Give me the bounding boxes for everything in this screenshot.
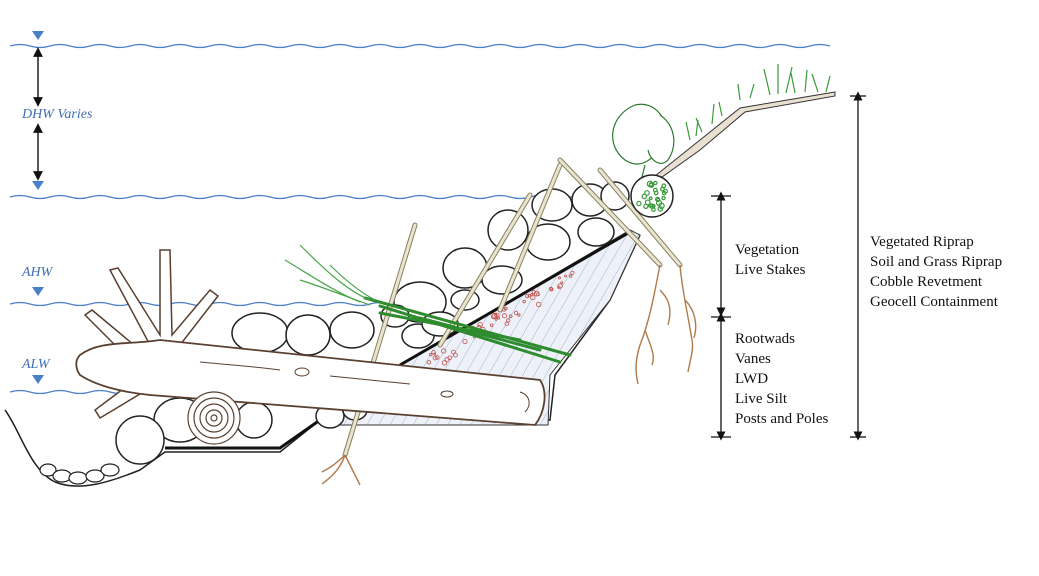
gravel-dot [564,274,567,278]
gravel-dot [441,360,448,366]
gravel-dot [491,313,497,320]
gravel-dot [522,299,526,304]
live-stakes-inner [343,158,682,457]
filter-fabric-line [399,230,631,367]
coir-seed-dot [643,203,649,209]
dhw-code: DHW [22,107,54,122]
lower-group-list: Rootwads Vanes LWD Live Silt Posts and P… [735,329,828,429]
gravel-dot [506,318,511,323]
gravel-dot [432,355,438,361]
gravel-dot [491,312,498,319]
coir-seed-dot [661,190,667,196]
coir-seed-dot [648,203,653,208]
bed-cobbles [39,463,120,485]
gravel-dot [441,348,447,354]
upper-group-item: Vegetation [735,242,800,258]
upper-group-item: Live Stakes [735,262,806,278]
outer-group-item: Cobble Revetment [870,274,983,290]
gravel-dot [536,301,542,308]
gravel-dot [549,286,553,291]
streambed-profile [4,234,641,487]
outer-group-list: Vegetated Riprap Soil and Grass Riprap C… [870,232,1002,312]
dhw-bottom-waterline [9,194,611,200]
gravel-dot [489,323,494,327]
coir-seed-dot [648,181,655,187]
gravel-dot [429,352,433,357]
large-woody-debris-log [75,339,546,426]
vegetation-shoots [284,244,376,306]
gravel-dot [477,322,483,328]
lower-group-item: Rootwads [735,331,795,347]
gravel-dot [494,317,498,321]
gravel-dot [426,360,432,365]
outer-group-item: Soil and Grass Riprap [870,254,1003,270]
gravel-dot [570,270,575,275]
coir-seed-dot [648,196,653,201]
vegetation-bundles [363,296,572,364]
coir-seed-dot [655,199,663,207]
coir-seed-dot [661,183,667,189]
lower-group-item: LWD [735,371,769,387]
coir-ball [630,174,674,218]
coir-seed-dot [641,193,648,200]
dhw-top-triangle-icon [32,31,44,40]
log-bark-marks [199,361,530,413]
gravel-dot [462,339,468,345]
gravel-dot [444,357,450,363]
ahw-label: AHW [22,265,53,280]
gravel-dot [557,285,561,289]
dhw-label: DHW Varies [22,107,92,123]
coir-seed-dot [657,206,664,212]
gravel-dot [569,274,573,278]
gravel-dot [560,281,564,285]
alw-triangle-icon [32,375,44,384]
roots [321,264,697,486]
upper-bank-grass [685,64,831,141]
outer-group-item: Vegetated Riprap [870,234,974,250]
gravel-dot [435,355,440,360]
gravel-dot [501,313,507,319]
lower-group-item: Live Silt [735,391,788,407]
dhw-bottom-triangle-icon [32,181,44,190]
riprap-rocks [115,181,630,465]
gravel-dot [530,293,534,297]
gravel-dot [549,287,554,292]
lower-group-item: Posts and Poles [735,411,829,427]
ahw-triangle-icon [32,287,44,296]
coir-seed-dot [636,200,642,207]
alw-label: ALW [22,357,50,372]
dhw-note: Varies [57,107,93,122]
dhw-top-waterline [9,43,831,49]
coir-seed-dot [653,190,659,196]
log-cross-section [187,391,241,445]
water-level-markers [32,31,44,384]
coir-seed-dot [644,190,650,196]
gravel-dot [533,290,540,297]
outer-group-item: Geocell Containment [870,294,998,310]
gravel-dot [452,352,458,358]
gravel-dot [517,313,521,317]
lower-group-item: Vanes [735,351,771,367]
coir-seed-dot [653,180,658,186]
gravel-dot [513,310,519,316]
gravel-dot [508,314,513,319]
gravel-dot [433,352,437,356]
coir-seed-dot [646,180,654,188]
gravel-dot [525,294,530,299]
coir-seed-dot [661,195,666,201]
filter-fabric-lower [165,418,321,450]
upper-group-list: Vegetation Live Stakes [735,240,805,280]
dimension-arrows [711,91,866,441]
gravel-dot [557,276,561,280]
